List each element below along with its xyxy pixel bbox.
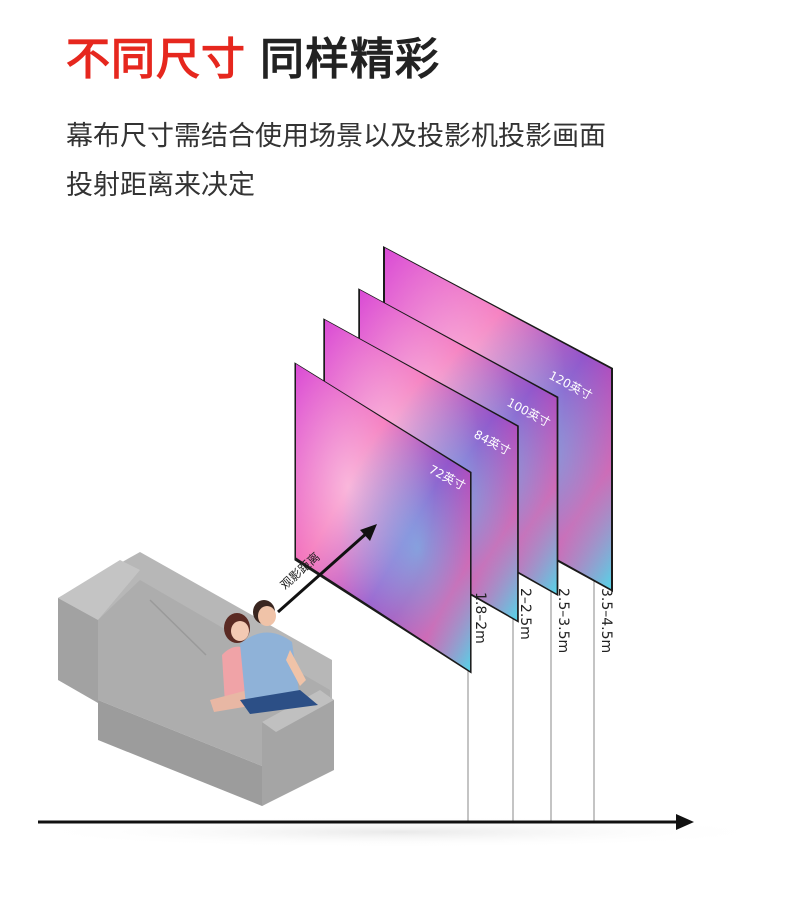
distance-labels: 1.8–2m 2–2.5m 2.5–3.5m 3.5–4.5m: [472, 588, 614, 653]
sofa-illustration: [58, 552, 334, 806]
distance-label-72: 1.8–2m: [472, 592, 488, 644]
subtitle-line-2: 投射距离来决定: [66, 170, 255, 201]
subtitle-line-1: 幕布尺寸需结合使用场景以及投影机投影画面: [66, 121, 606, 152]
floor-arrow: [38, 814, 694, 830]
title-highlight: 不同尺寸: [66, 34, 246, 85]
screen-84-inch: 84英寸: [323, 318, 519, 623]
couple-illustration: [210, 600, 318, 714]
distance-label-120: 3.5–4.5m: [598, 588, 614, 653]
floor-shadow: [20, 816, 780, 848]
distance-label-100: 2.5–3.5m: [555, 588, 571, 653]
page-title: 不同尺寸同样精彩: [66, 30, 440, 90]
distance-label-84: 2–2.5m: [517, 588, 533, 640]
screen-72-inch: 72英寸: [294, 362, 472, 674]
title-rest: 同样精彩: [260, 34, 440, 85]
